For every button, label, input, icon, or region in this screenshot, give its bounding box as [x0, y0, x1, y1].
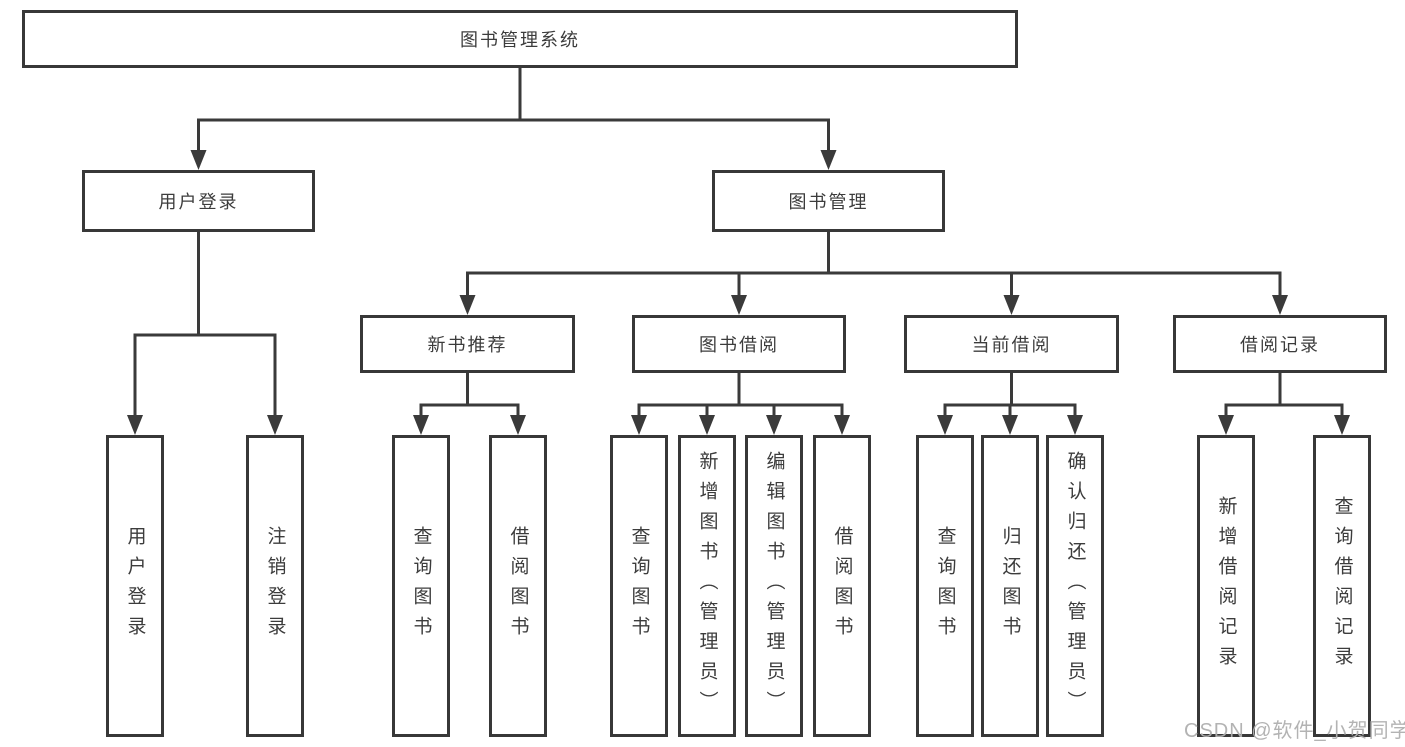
leaf-query-borrow-record: 查询借阅记录	[1313, 435, 1371, 737]
connector-borrow-records	[1218, 373, 1350, 435]
node-new-book-recommend: 新书推荐	[360, 315, 575, 373]
leaf-query-books-recommend-label: 查询图书	[410, 526, 432, 646]
leaf-edit-book-admin-label: 编辑图书（管理员）	[763, 451, 785, 721]
leaf-add-borrow-record-label: 新增借阅记录	[1215, 496, 1237, 676]
leaf-query-books-borrow-label: 查询图书	[628, 526, 650, 646]
node-root-label: 图书管理系统	[460, 30, 580, 50]
leaf-confirm-return-admin: 确认归还（管理员）	[1046, 435, 1104, 737]
leaf-return-books-label: 归还图书	[999, 526, 1021, 646]
connector-root	[190, 68, 837, 170]
node-current-borrow-label: 当前借阅	[971, 335, 1052, 355]
node-user-login-label: 用户登录	[158, 192, 239, 212]
leaf-logout: 注销登录	[246, 435, 304, 737]
node-user-login: 用户登录	[82, 170, 315, 232]
node-new-book-recommend-label: 新书推荐	[427, 335, 508, 355]
leaf-edit-book-admin: 编辑图书（管理员）	[745, 435, 803, 737]
connector-book-management	[459, 232, 1288, 315]
leaf-query-books-borrow: 查询图书	[610, 435, 668, 737]
leaf-return-books: 归还图书	[981, 435, 1039, 737]
leaf-confirm-return-admin-label: 确认归还（管理员）	[1064, 451, 1086, 721]
leaf-borrow-books-label: 借阅图书	[831, 526, 853, 646]
node-book-borrow-label: 图书借阅	[699, 335, 779, 355]
node-root: 图书管理系统	[22, 10, 1018, 68]
leaf-logout-label: 注销登录	[264, 526, 286, 646]
leaf-add-book-admin: 新增图书（管理员）	[678, 435, 736, 737]
node-book-management: 图书管理	[712, 170, 945, 232]
connector-current-borrow	[937, 373, 1083, 435]
leaf-query-books-current: 查询图书	[916, 435, 974, 737]
node-current-borrow: 当前借阅	[904, 315, 1119, 373]
connector-new-book-recommend	[413, 373, 526, 435]
leaf-query-borrow-record-label: 查询借阅记录	[1331, 496, 1353, 676]
node-book-management-label: 图书管理	[788, 192, 869, 212]
node-book-borrow: 图书借阅	[632, 315, 846, 373]
leaf-query-books-current-label: 查询图书	[934, 526, 956, 646]
node-borrow-records-label: 借阅记录	[1240, 335, 1320, 355]
leaf-query-books-recommend: 查询图书	[392, 435, 450, 737]
node-borrow-records: 借阅记录	[1173, 315, 1387, 373]
leaf-borrow-books-recommend: 借阅图书	[489, 435, 547, 737]
connector-user-login	[127, 232, 283, 435]
watermark: CSDN @软件_小贺同学	[1184, 720, 1405, 742]
leaf-borrow-books-recommend-label: 借阅图书	[507, 526, 529, 646]
connector-book-borrow	[631, 373, 850, 435]
leaf-user-login: 用户登录	[106, 435, 164, 737]
leaf-user-login-label: 用户登录	[124, 526, 146, 646]
leaf-borrow-books: 借阅图书	[813, 435, 871, 737]
leaf-add-borrow-record: 新增借阅记录	[1197, 435, 1255, 737]
leaf-add-book-admin-label: 新增图书（管理员）	[696, 451, 718, 721]
